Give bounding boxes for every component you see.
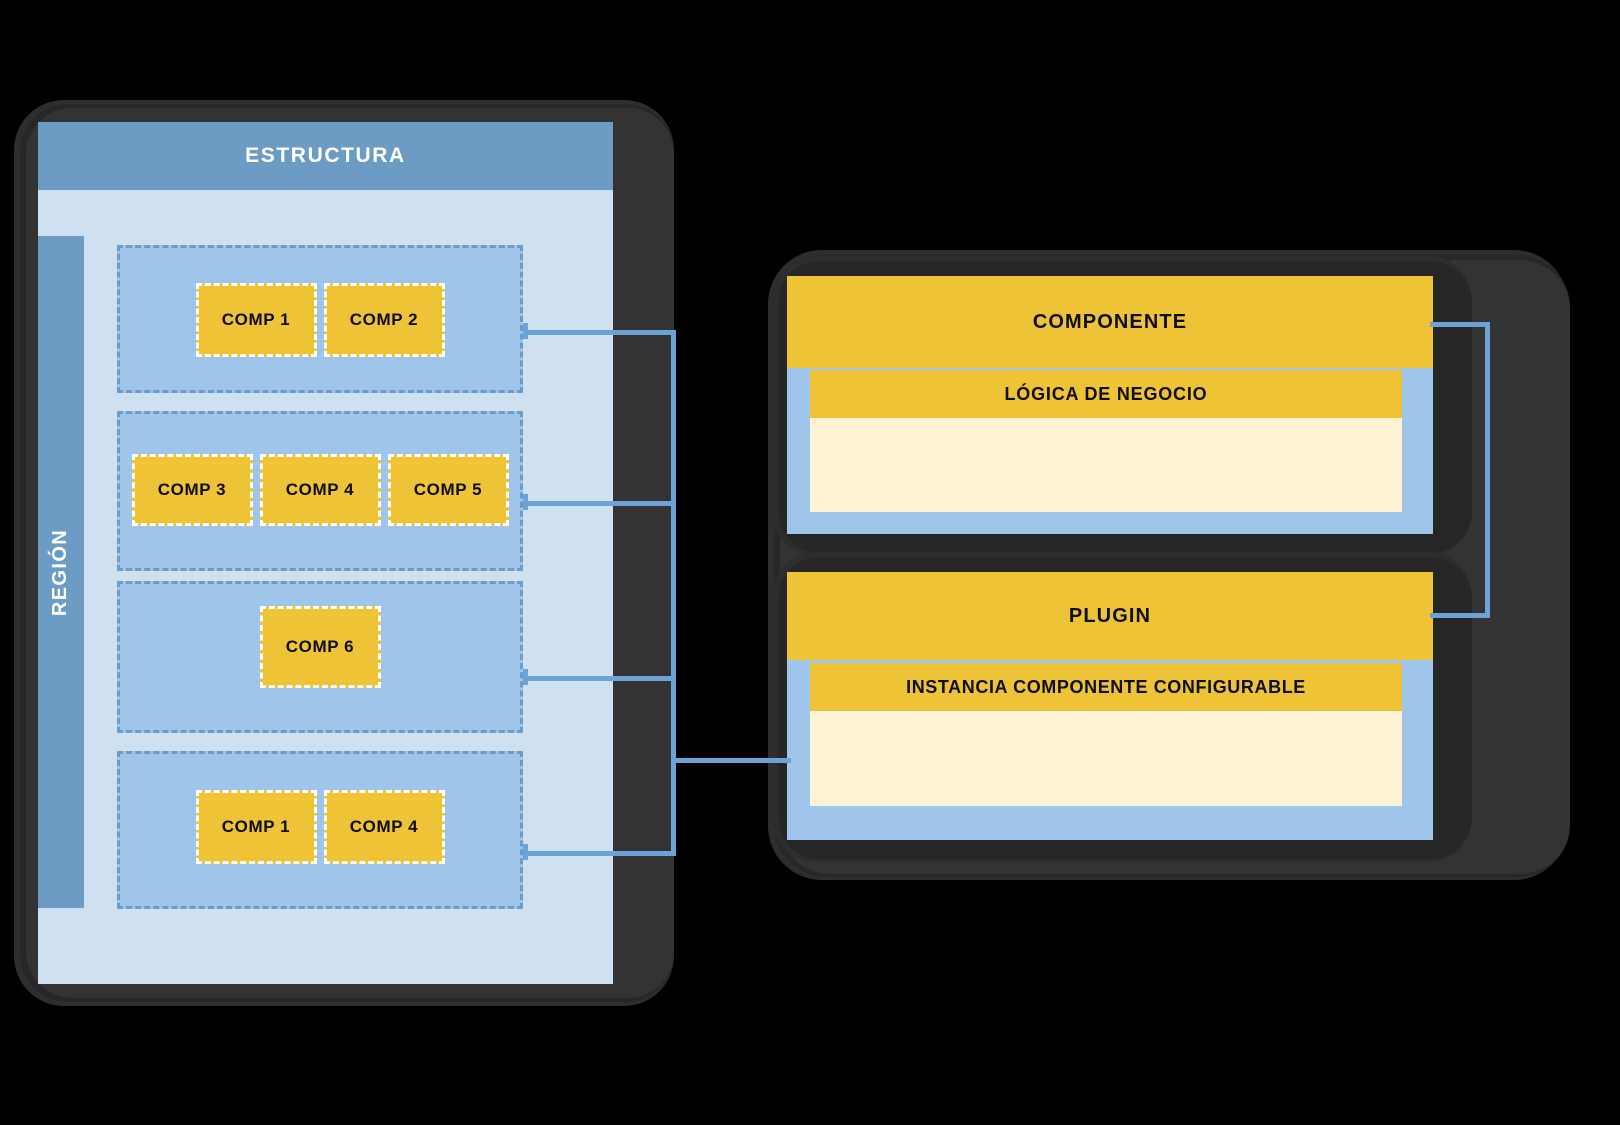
logica-de-negocio-body xyxy=(810,418,1402,512)
connector-left-trunk xyxy=(671,330,676,856)
component-box[interactable]: COMP 6 xyxy=(259,606,381,688)
connector-tick-3 xyxy=(523,669,528,685)
region-sidebar: REGIÓN xyxy=(38,236,84,908)
connector-group-2 xyxy=(523,501,676,506)
component-box[interactable]: COMP 4 xyxy=(259,454,381,526)
connector-tick-2 xyxy=(523,494,528,510)
connector-right-trunk xyxy=(1485,322,1490,618)
connector-group-3 xyxy=(523,676,676,681)
connector-plugin-stub xyxy=(1430,613,1490,618)
component-box[interactable]: COMP 3 xyxy=(131,454,253,526)
component-row: COMP 1 COMP 4 xyxy=(120,790,520,864)
region-sidebar-label: REGIÓN xyxy=(49,528,72,616)
connector-tick-1 xyxy=(523,323,528,339)
component-group-1: COMP 1 COMP 2 xyxy=(117,245,523,393)
component-row: COMP 6 xyxy=(120,606,520,688)
connector-componente-stub xyxy=(1430,322,1490,327)
connector-group-1 xyxy=(523,330,676,335)
component-box[interactable]: COMP 4 xyxy=(323,790,445,864)
component-box[interactable]: COMP 1 xyxy=(195,283,317,357)
component-group-4: COMP 1 COMP 4 xyxy=(117,751,523,909)
component-group-3: COMP 6 xyxy=(117,581,523,733)
instancia-componente-configurable-body xyxy=(810,711,1402,806)
connector-bridge xyxy=(671,758,791,763)
plugin-title: PLUGIN xyxy=(787,572,1433,660)
component-group-2: COMP 3 COMP 4 COMP 5 xyxy=(117,411,523,571)
component-row: COMP 3 COMP 4 COMP 5 xyxy=(120,454,520,526)
component-box[interactable]: COMP 5 xyxy=(387,454,509,526)
connector-tick-4 xyxy=(523,844,528,860)
component-box[interactable]: COMP 2 xyxy=(323,283,445,357)
component-box[interactable]: COMP 1 xyxy=(195,790,317,864)
connector-group-4 xyxy=(523,851,676,856)
component-row: COMP 1 COMP 2 xyxy=(120,283,520,357)
instancia-componente-configurable-band: INSTANCIA COMPONENTE CONFIGURABLE xyxy=(810,663,1402,711)
estructura-header: ESTRUCTURA xyxy=(38,122,613,190)
logica-de-negocio-band: LÓGICA DE NEGOCIO xyxy=(810,370,1402,418)
componente-title: COMPONENTE xyxy=(787,276,1433,368)
